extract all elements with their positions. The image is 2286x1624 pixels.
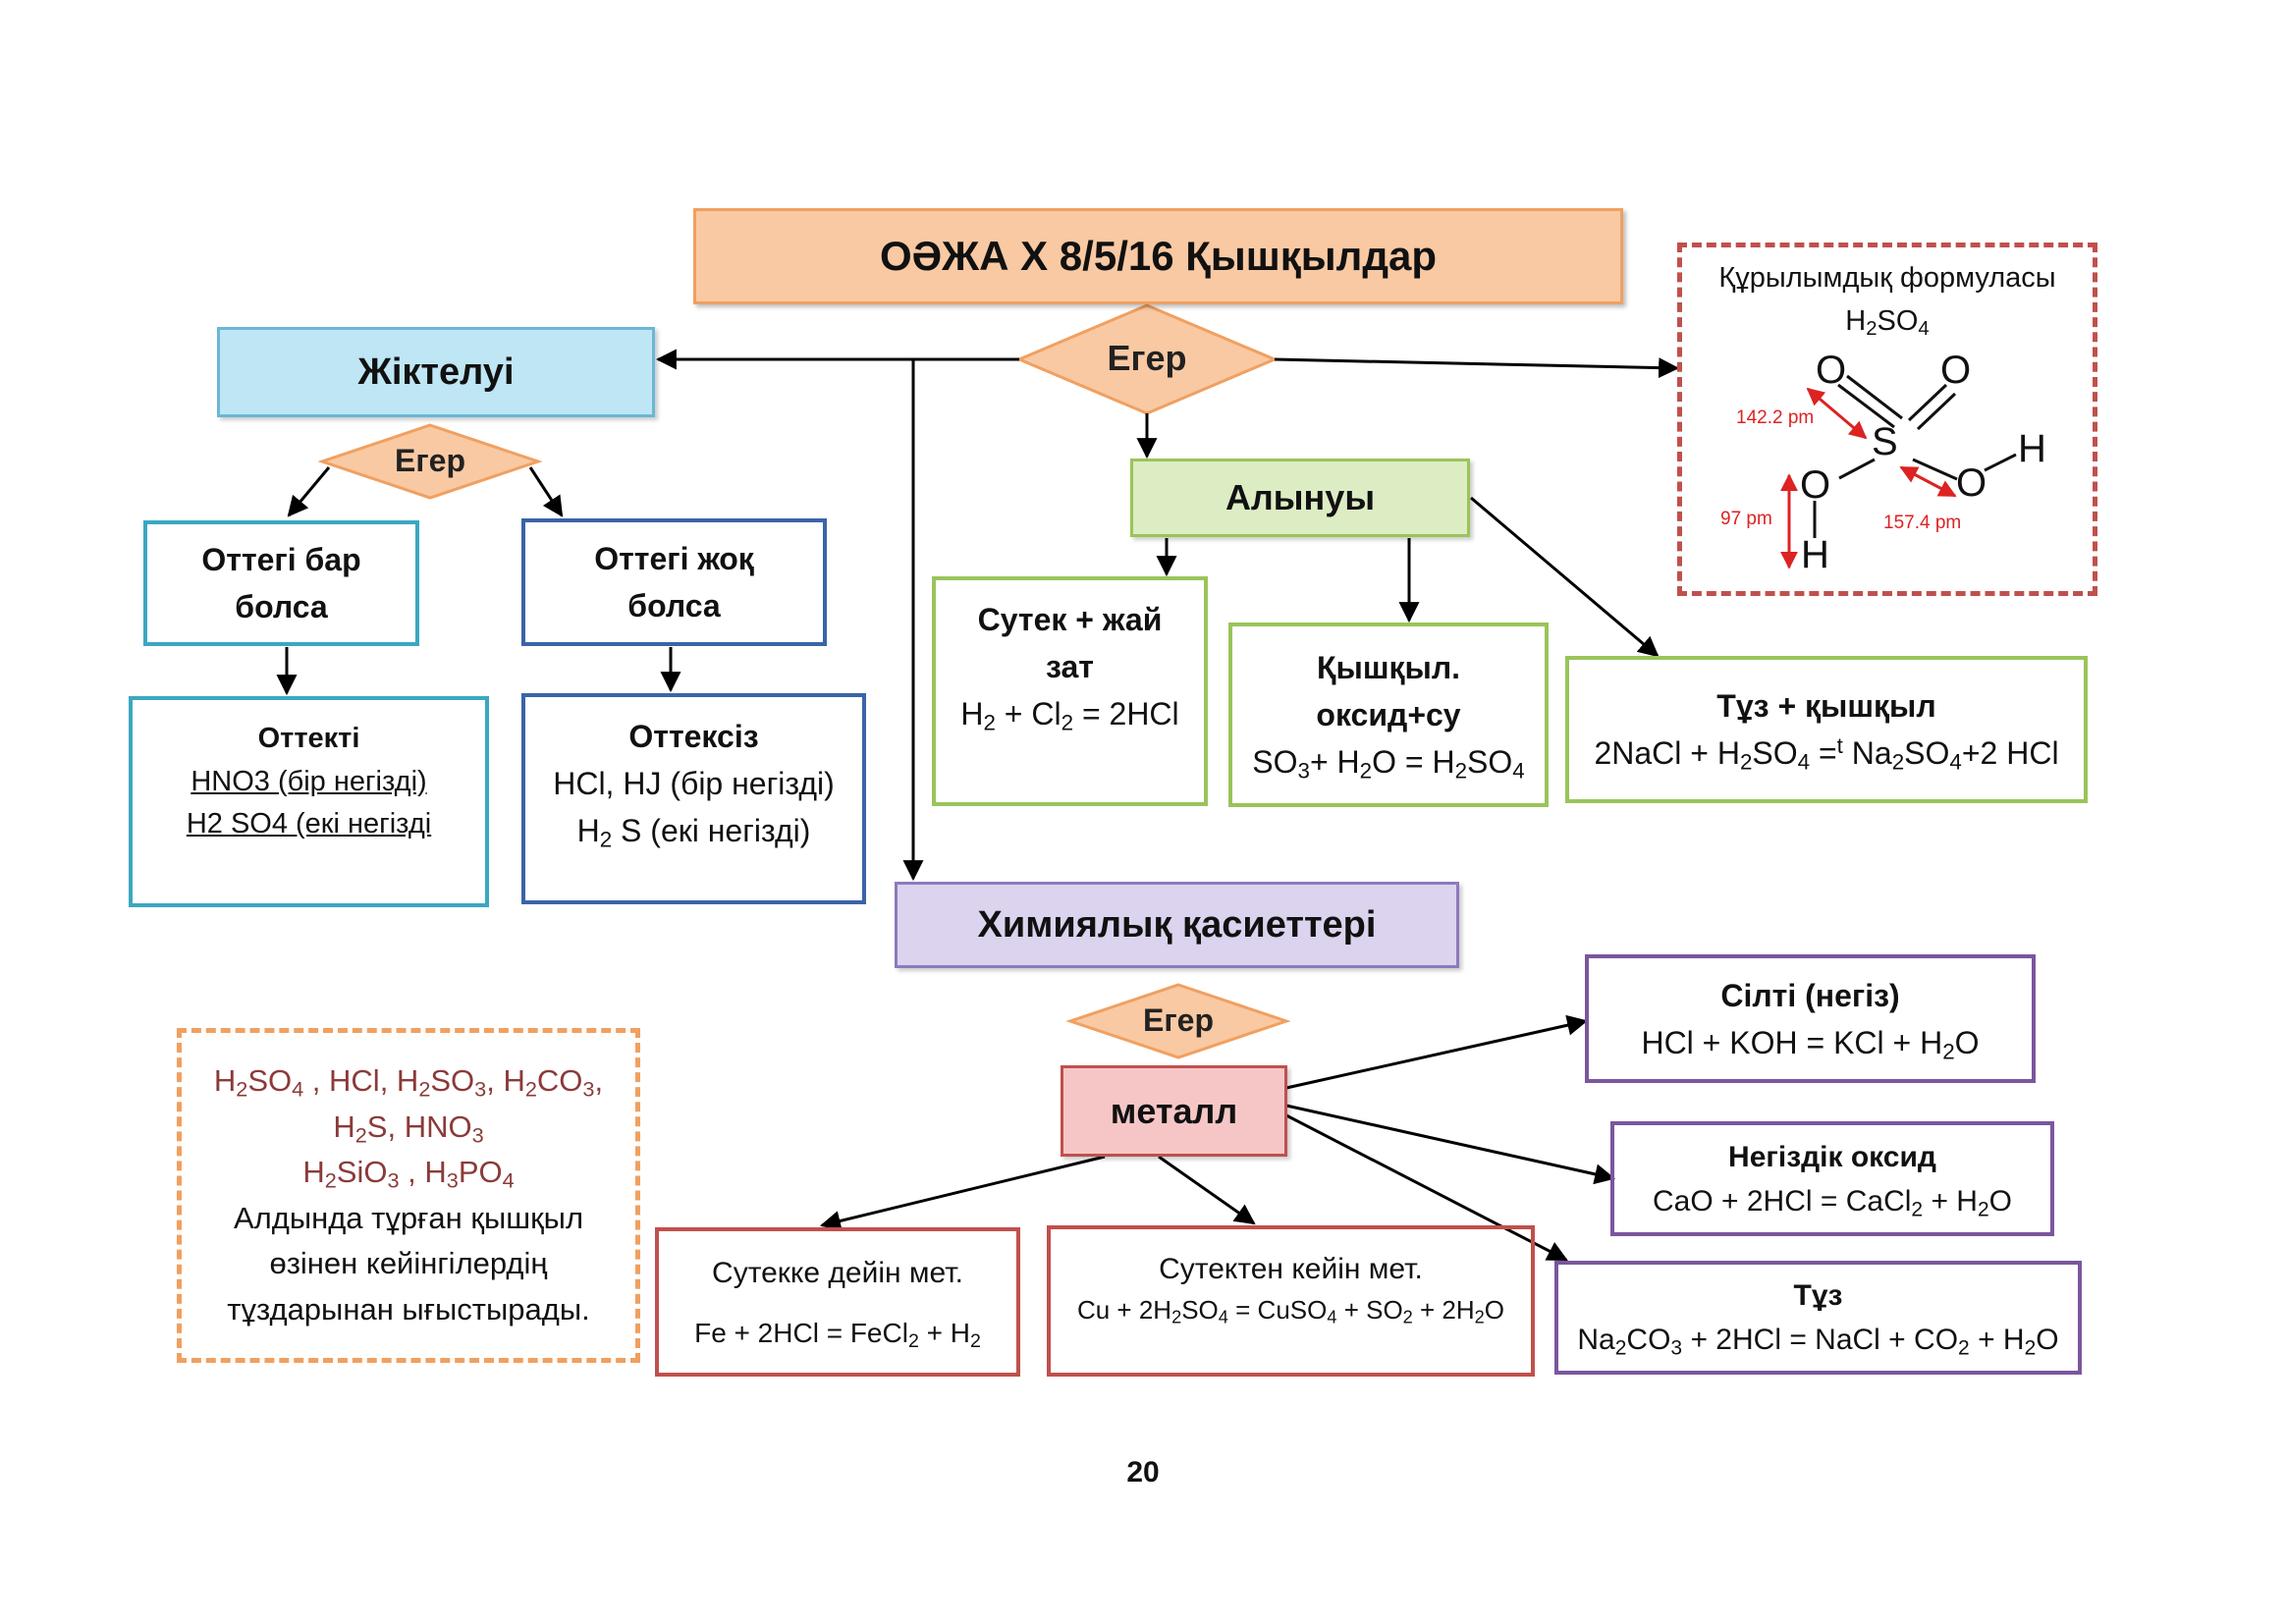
decision-label-classification: Егер <box>394 443 465 478</box>
connectors <box>276 349 1680 1262</box>
arrow-to-method-3 <box>1470 496 1660 658</box>
structure-caption: Құрылымдық формуласы H2SO4 <box>1682 257 2093 346</box>
decision-label-chemical: Егер <box>1142 1002 1214 1038</box>
arrow-to-alkali <box>1285 1014 1589 1090</box>
alkali-box: Сілті (негіз) HCl + KOH = KCl + H2O <box>1585 954 2036 1083</box>
anoxy-acids-box: Оттексіз HCl, HJ (бір негізді) H2 S (екі… <box>521 693 866 904</box>
arrow-to-salt <box>1285 1113 1568 1262</box>
structure-formula: H2SO4 <box>1845 304 1930 340</box>
production-method-2: Қышқыл. оксид+су SO3+ H2O = H2SO4 <box>1228 623 1549 807</box>
salt-box: Тұз Na2CO3 + 2HCl = NaCl + CO2 + H2O <box>1554 1261 2082 1375</box>
series-row-1: H2SO4 , HCl, H2SO3, H2CO3, <box>213 1063 604 1102</box>
decision-diamond-chemical <box>1065 983 1291 1059</box>
atom-o-top-right: O <box>1940 349 1972 392</box>
acid-series-box <box>177 1028 640 1363</box>
formula-after-h: Cu + 2H2SO4 = CuSO4 + SO2 + 2H2O <box>1076 1295 1505 1327</box>
atom-o-top-left: O <box>1816 349 1847 392</box>
after-h-box: Сутектен кейін мет. Cu + 2H2SO4 = CuSO4 … <box>1047 1225 1535 1377</box>
atom-h-bottom: H <box>1801 533 1829 576</box>
chemical-header: Химиялық қасиеттері <box>895 882 1459 968</box>
page-number: 20 <box>1126 1456 1160 1489</box>
decision-diamond-classification <box>317 423 543 500</box>
series-row-3: H2SiO3 , H3PO4 <box>302 1155 515 1193</box>
formula-alkali: HCl + KOH = KCl + H2O <box>1641 1024 1980 1064</box>
oxygen-yes-box: Оттегі бар болса <box>143 520 419 646</box>
production-header: Алынуы <box>1130 459 1470 537</box>
atom-h-right: H <box>2018 427 2046 470</box>
sulfuric-acid-structure <box>1780 374 2017 569</box>
arrow-to-after-h <box>1158 1155 1256 1225</box>
bond-length-soh: 157.4 pm <box>1883 513 1962 533</box>
production-method-3: Тұз + қышқыл 2NaCl + H2SO4 =t Na2SO4+2 H… <box>1565 656 2088 803</box>
page-title: ОӘЖА Х 8/5/16 Қышқылдар <box>693 208 1623 304</box>
before-h-box: Сутекке дейін мет. Fe + 2HCl = FeCl2 + H… <box>655 1227 1020 1377</box>
oxygen-no-box: Оттегі жоқ болса <box>521 518 827 646</box>
formula-before-h: Fe + 2HCl = FeCl2 + H2 <box>694 1317 981 1352</box>
atom-o-left: O <box>1800 463 1831 507</box>
classification-header: Жіктелуі <box>217 327 655 417</box>
acid-series-text: H2SO4 , HCl, H2SO3, H2CO3, H2S, HNO3 H2S… <box>182 1033 635 1358</box>
formula-m3: 2NaCl + H2SO4 =t Na2SO4+2 HCl <box>1594 732 2059 775</box>
oxy-acids-box: Оттекті HNO3 (бір негізді) H2 SO4 (екі н… <box>129 696 489 907</box>
arrow-to-base-oxide <box>1285 1104 1616 1185</box>
bond-length-oh: 97 pm <box>1720 509 1772 529</box>
production-method-1: Сутек + жай зат H2 + Cl2 = 2HCl <box>932 576 1208 806</box>
arrow-to-before-h <box>819 1155 1106 1231</box>
metal-box: металл <box>1061 1065 1287 1157</box>
formula-m1: H2 + Cl2 = 2HCl <box>960 696 1179 735</box>
arrow-to-oxygen-yes <box>287 466 331 517</box>
structure-box <box>1677 243 2097 596</box>
atom-s: S <box>1872 420 1898 463</box>
atom-o-right: O <box>1956 461 1987 505</box>
arrow-to-oxygen-no <box>528 466 564 517</box>
decision-label-main: Егер <box>1107 338 1187 378</box>
series-row-2: H2S, HNO3 <box>333 1109 484 1147</box>
arrow-to-structure <box>1274 357 1680 379</box>
formula-base-oxide: CaO + 2HCl = CaCl2 + H2O <box>1652 1184 2012 1220</box>
base-oxide-box: Негіздік оксид CaO + 2HCl = CaCl2 + H2O <box>1610 1121 2054 1236</box>
bond-length-so: 142.2 pm <box>1736 407 1815 428</box>
formula-salt: Na2CO3 + 2HCl = NaCl + CO2 + H2O <box>1577 1324 2059 1360</box>
formula-m2: SO3+ H2O = H2SO4 <box>1252 744 1525 784</box>
